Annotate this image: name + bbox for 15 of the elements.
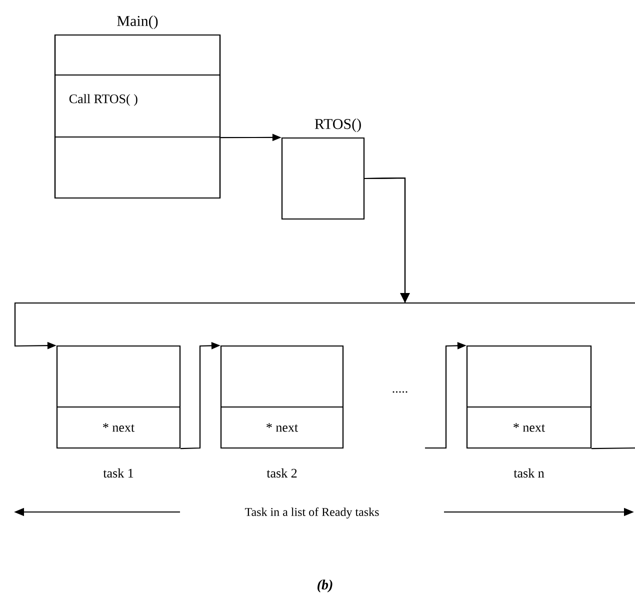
memory-cell <box>54 34 221 76</box>
ellipsis: ..... <box>392 391 408 393</box>
span-label: Task in a list of Ready tasks <box>244 507 379 518</box>
memory-cell: Call RTOS( ) <box>54 74 221 138</box>
task-label: task 2 <box>266 468 297 478</box>
task-label: task n <box>514 468 544 478</box>
caption: (b) <box>318 580 332 592</box>
function-block: RTOS() <box>281 118 365 220</box>
task-block: * next <box>220 345 344 449</box>
node-label: Main() <box>117 16 158 30</box>
task-label: task 1 <box>103 468 134 478</box>
memory-cell <box>54 136 221 199</box>
task-block: * next <box>466 345 592 449</box>
task-block: * next <box>56 345 181 449</box>
node-label: RTOS() <box>314 118 361 132</box>
